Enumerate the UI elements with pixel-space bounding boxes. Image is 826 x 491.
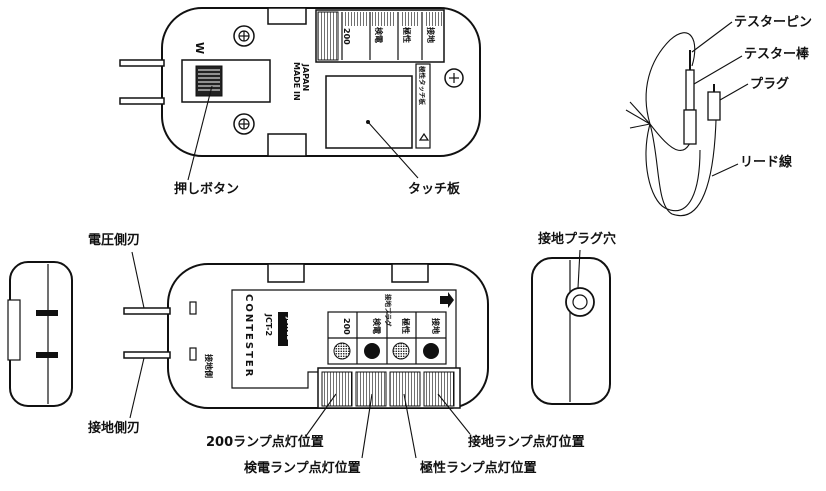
model-number: JCT-2 bbox=[264, 313, 273, 336]
label-lamp-200-position: 200ランプ点灯位置 bbox=[206, 434, 324, 450]
lamp-setchi-dot bbox=[423, 343, 439, 359]
ground-side-mark: 接地側 bbox=[204, 354, 214, 378]
label-kyokusei-lamp-position: 極性ランプ点灯位置 bbox=[419, 460, 537, 476]
push-button[interactable] bbox=[181, 59, 271, 103]
label-touch-plate: タッチ板 bbox=[408, 181, 461, 197]
front-lamp-panel: 200 検電 極性 接地 bbox=[327, 311, 447, 365]
touch-plate[interactable] bbox=[325, 75, 413, 149]
made-in-line2: JAPAN bbox=[301, 63, 310, 91]
label-setchi-lamp-position: 接地ランプ点灯位置 bbox=[468, 434, 585, 450]
label-voltage-blade: 電圧側刃 bbox=[88, 232, 140, 248]
top-screw-upper bbox=[233, 25, 255, 47]
label-ground-plug-hole: 接地プラグ穴 bbox=[538, 231, 616, 247]
touch-note: 極性タッチ板 bbox=[415, 63, 431, 149]
ground-plug-hole[interactable] bbox=[565, 287, 595, 317]
banana-plug bbox=[707, 84, 721, 121]
made-in-line1: MADE IN bbox=[292, 62, 301, 101]
top-lamp-kenden: 検電 bbox=[374, 27, 384, 43]
label-tester-rod: テスター棒 bbox=[744, 46, 810, 62]
front-lamp-kyokusei: 極性 bbox=[401, 317, 411, 334]
top-lamp-200: 200 bbox=[342, 28, 351, 45]
label-tester-pin: テスターピン bbox=[734, 15, 812, 30]
front-view: 接地側 CONTESTER JCT-2 JEWEL 接地プラグ 200 検電 極… bbox=[123, 263, 489, 409]
label-push-button: 押しボタン bbox=[174, 181, 239, 197]
brand-contester: CONTESTER bbox=[243, 294, 254, 378]
label-kenden-lamp-position: 検電ランプ点灯位置 bbox=[244, 460, 361, 476]
lamp-200-dot bbox=[333, 342, 351, 360]
right-side-view bbox=[531, 257, 611, 405]
w-mark: W bbox=[193, 42, 206, 54]
label-lead-wire: リード線 bbox=[740, 154, 793, 170]
top-prongs bbox=[119, 59, 165, 105]
lamp-kenden-dot bbox=[364, 343, 380, 359]
front-lamp-200: 200 bbox=[342, 318, 351, 335]
top-screw-lower bbox=[233, 113, 255, 135]
tester-lead-assembly bbox=[625, 32, 721, 217]
top-screw-right bbox=[444, 68, 464, 88]
lamp-kyokusei-dot bbox=[392, 342, 410, 360]
top-view: W MADE IN JAPAN bbox=[119, 7, 481, 157]
label-plug: プラグ bbox=[750, 76, 789, 92]
left-end-view bbox=[7, 261, 73, 407]
tester-rod bbox=[683, 50, 697, 145]
label-ground-blade: 接地側刃 bbox=[88, 420, 140, 436]
front-lamp-kenden: 検電 bbox=[372, 318, 382, 334]
top-lamp-strip: 200 検電 極性 接地 bbox=[315, 9, 445, 63]
brand-logo: JEWEL bbox=[278, 312, 293, 346]
front-lamp-setchi: 接地 bbox=[431, 318, 441, 334]
ground-plug-note: 接地プラグ bbox=[384, 294, 393, 327]
front-lamp-windows bbox=[317, 367, 461, 409]
svg-text:極性タッチ板: 極性タッチ板 bbox=[418, 66, 427, 106]
svg-text:JEWEL: JEWEL bbox=[285, 316, 293, 340]
top-lamp-setchi: 接地 bbox=[426, 27, 436, 43]
front-prongs bbox=[123, 307, 171, 359]
top-lamp-kyokusei: 極性 bbox=[402, 26, 412, 43]
